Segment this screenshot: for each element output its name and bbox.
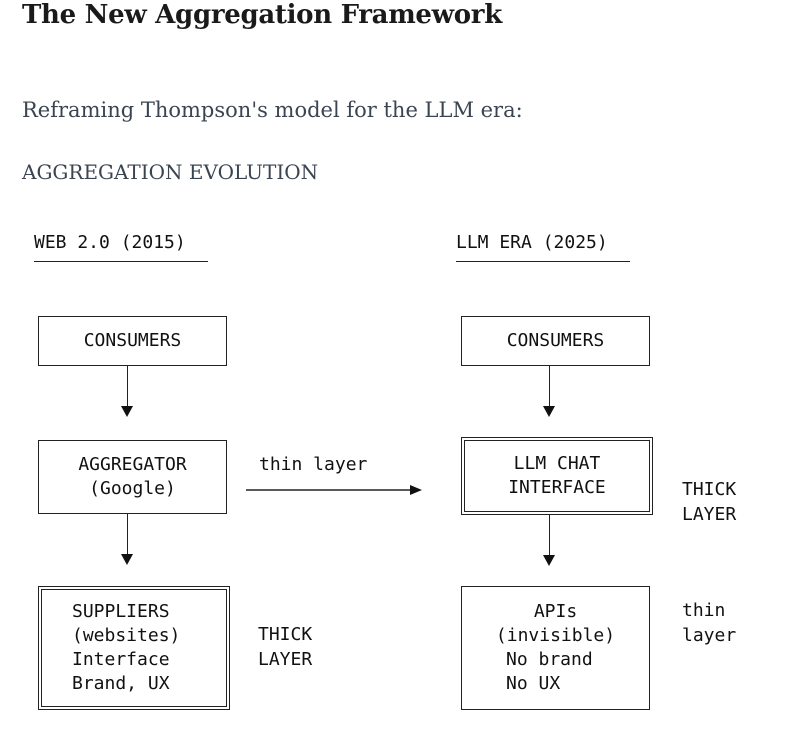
chat-sublabel: INTERFACE bbox=[508, 477, 606, 498]
apis-sublabel: (invisible) bbox=[495, 625, 616, 646]
down-arrow-icon bbox=[121, 554, 133, 565]
intro-paragraph: Reframing Thompson's model for the LLM e… bbox=[22, 98, 523, 122]
llm-consumers-box: CONSUMERS bbox=[461, 316, 650, 366]
suppliers-detail-brand: Brand, UX bbox=[72, 673, 170, 694]
apis-label: APIs bbox=[533, 601, 578, 622]
web2-connector-2 bbox=[127, 514, 128, 554]
diagram-title: AGGREGATION EVOLUTION bbox=[22, 160, 319, 184]
llm-thin-note-line2: layer bbox=[682, 625, 737, 646]
right-arrow-icon bbox=[246, 485, 422, 495]
web2-suppliers-box: SUPPLIERS (websites) Interface Brand, UX bbox=[38, 586, 230, 710]
suppliers-detail-interface: Interface bbox=[72, 649, 170, 670]
chat-label: LLM CHAT bbox=[513, 453, 601, 474]
apis-detail-brand: No brand bbox=[506, 649, 593, 670]
llm-thick-note-line1: THICK bbox=[682, 479, 737, 500]
suppliers-sublabel: (websites) bbox=[72, 625, 181, 646]
web2-aggregator-box: AGGREGATOR (Google) bbox=[38, 440, 227, 514]
llm-thin-note-line1: thin bbox=[682, 600, 726, 621]
suppliers-label: SUPPLIERS bbox=[72, 601, 170, 622]
web2-thick-note-line2: LAYER bbox=[258, 649, 313, 670]
web2-consumers-box: CONSUMERS bbox=[38, 316, 227, 366]
web2-connector-1 bbox=[127, 366, 128, 406]
llm-connector-2 bbox=[549, 515, 550, 555]
llm-apis-box: APIs (invisible) No brand No UX bbox=[461, 586, 650, 710]
llm-thick-note-line2: LAYER bbox=[682, 504, 737, 525]
llm-connector-1 bbox=[549, 366, 550, 406]
aggregator-sublabel: (Google) bbox=[89, 478, 176, 499]
llm-consumers-label: CONSUMERS bbox=[506, 330, 605, 351]
llm-chat-interface-box: LLM CHAT INTERFACE bbox=[461, 437, 653, 515]
web2-thick-note-line1: THICK bbox=[258, 624, 313, 645]
down-arrow-icon bbox=[543, 555, 555, 566]
web2-consumers-label: CONSUMERS bbox=[83, 330, 182, 351]
llm-era-heading: LLM ERA (2025) bbox=[456, 232, 630, 262]
down-arrow-icon bbox=[543, 406, 555, 417]
aggregator-label: AGGREGATOR bbox=[78, 454, 187, 475]
down-arrow-icon bbox=[121, 406, 133, 417]
transition-label: thin layer bbox=[259, 454, 368, 475]
apis-detail-ux: No UX bbox=[506, 673, 561, 694]
web2-heading: WEB 2.0 (2015) bbox=[34, 232, 208, 262]
page-title: The New Aggregation Framework bbox=[22, 0, 502, 30]
